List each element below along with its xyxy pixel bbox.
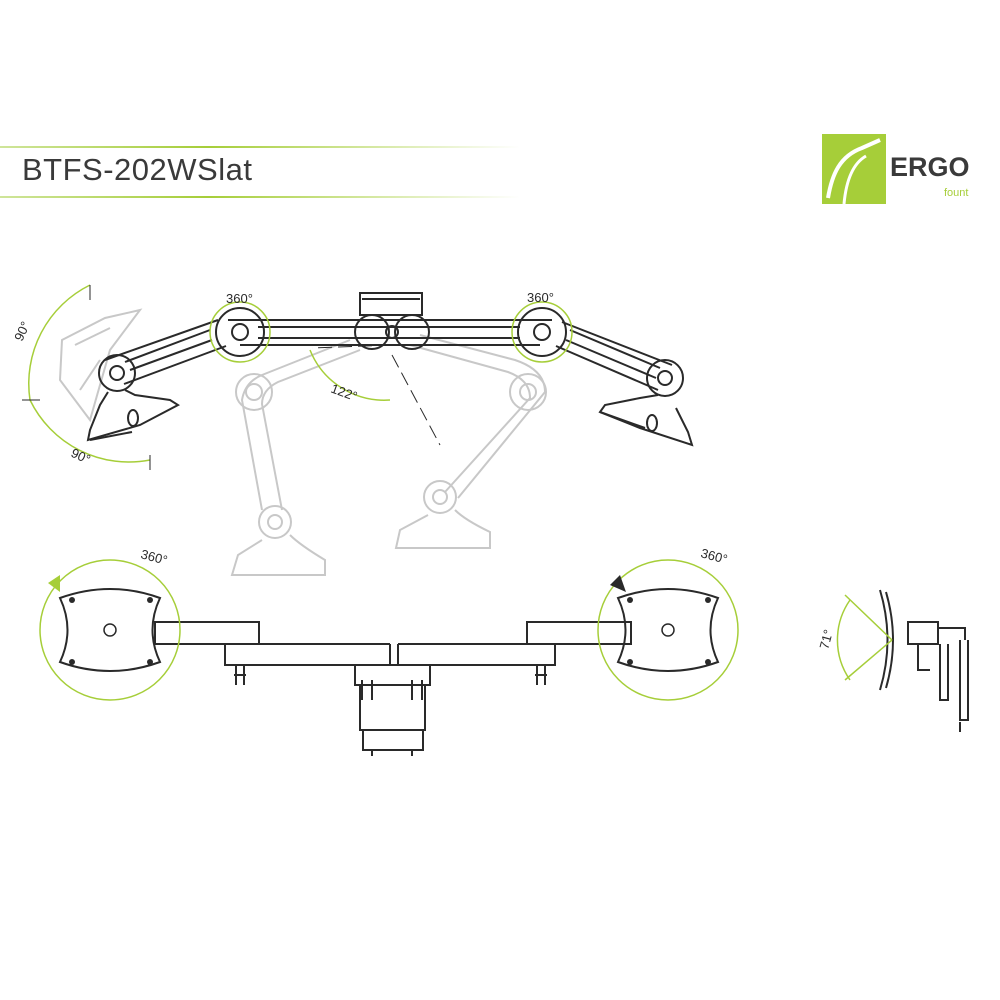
side-view-assembly bbox=[879, 589, 969, 732]
left-vesa-plate bbox=[39, 559, 181, 701]
label-tilt-up: 90° bbox=[11, 319, 33, 343]
label-side-tilt: 71° bbox=[816, 628, 836, 651]
label-right-swivel: 360° bbox=[527, 290, 554, 305]
rotation-arcs-top bbox=[28, 284, 573, 463]
dimension-lines bbox=[22, 285, 441, 470]
main-arm-assembly bbox=[86, 292, 694, 447]
label-center-angle: 122° bbox=[329, 381, 359, 404]
front-view-assembly bbox=[154, 621, 632, 756]
product-title: BTFS-202WSlat bbox=[22, 152, 253, 187]
brand-name: ERGO bbox=[890, 152, 970, 182]
label-left-plate-rotation: 360° bbox=[139, 546, 169, 567]
brand-logo-icon bbox=[826, 138, 881, 205]
label-left-swivel: 360° bbox=[226, 291, 253, 306]
side-tilt-arc bbox=[836, 594, 893, 681]
brand-subname: fount bbox=[944, 187, 969, 199]
label-right-plate-rotation: 360° bbox=[699, 545, 729, 566]
title-rule-top bbox=[0, 146, 520, 148]
brand-logo-mark bbox=[822, 134, 886, 205]
right-vesa-plate bbox=[597, 559, 739, 701]
title-rule-bottom bbox=[0, 196, 520, 198]
ghost-folded-arms bbox=[58, 308, 547, 576]
label-tilt-down: 90° bbox=[69, 445, 93, 467]
